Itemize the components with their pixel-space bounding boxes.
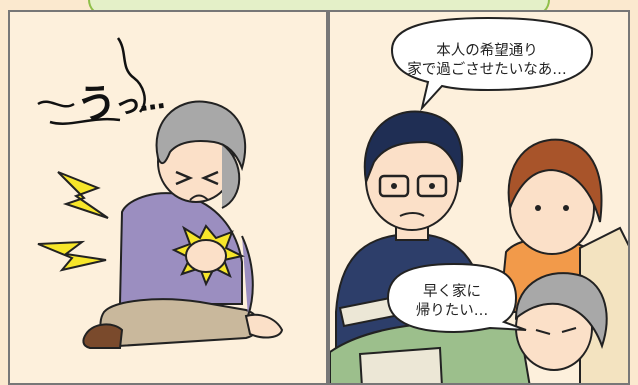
sound-effect: うっ… (72, 62, 165, 131)
woman-arm (241, 235, 254, 317)
panel-left-art (37, 37, 284, 349)
sfx-small: っ… (113, 85, 165, 122)
patient-eye (535, 329, 551, 335)
patient-eye (561, 327, 577, 333)
speech-bottom-line-1: 早く家に (423, 284, 481, 300)
lightning-icon (57, 171, 109, 219)
woman-pants (99, 298, 260, 348)
woman-eye (175, 170, 194, 186)
speech-bottom-text: 早く家に 帰りたい… (392, 283, 512, 321)
wavy-line (37, 100, 75, 108)
panel-right-art (330, 16, 628, 383)
speech-top-line-2: 家で過ごさせたいなあ… (407, 61, 567, 78)
man-mouth (399, 212, 425, 217)
speech-top-line-1: 本人の希望通り (436, 43, 538, 59)
lightning-icon (37, 240, 107, 272)
man-eye (429, 183, 435, 189)
bed-rail (358, 346, 443, 383)
wavy-line (116, 37, 146, 113)
wavy-line (49, 117, 121, 125)
young-woman-eye (563, 205, 569, 211)
man-hair (363, 110, 464, 186)
speech-bubble-icon (386, 262, 527, 334)
speech-bottom-line-2: 帰りたい… (415, 302, 489, 319)
woman-shoe (82, 323, 124, 349)
young-woman-hair (507, 138, 603, 223)
speech-bubble-icon (390, 16, 594, 112)
young-woman-eye (535, 205, 541, 211)
sfx-big: う (73, 78, 118, 130)
woman-hair (221, 143, 241, 209)
speech-top-text: 本人の希望通り 家で過ごさせたいなあ… (392, 42, 582, 80)
man-glasses (416, 174, 448, 198)
woman-fist (185, 239, 227, 273)
man-glasses (378, 174, 410, 198)
man-eye (391, 183, 397, 189)
woman-mouth (189, 194, 209, 201)
panel-right (328, 10, 630, 385)
patient-hair (514, 272, 608, 350)
woman-hand (244, 313, 284, 339)
woman-eye (200, 170, 219, 186)
panel-left: うっ… (8, 10, 328, 385)
woman-hair (155, 100, 247, 172)
